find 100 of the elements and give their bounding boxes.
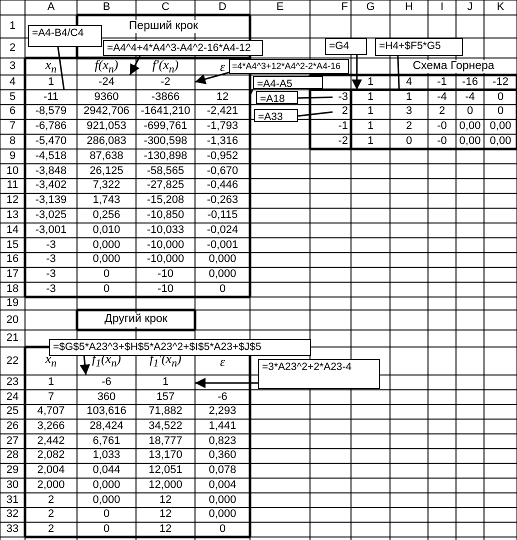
cell-value: 9360 (94, 92, 119, 103)
cell-value: 0,256 (92, 210, 120, 222)
cell-value: 103,616 (86, 406, 126, 418)
cell-value: -6,786 (35, 121, 67, 132)
cell-value: 87,638 (90, 150, 124, 162)
cell-value: -2,421 (206, 106, 238, 118)
cell-value: 157 (156, 392, 175, 403)
column-letter: B (102, 2, 110, 13)
cell-value: 6,761 (92, 436, 120, 447)
cell-value: 2942,706 (84, 106, 130, 118)
formula-callout: =A4-B4/C4 (28, 25, 102, 47)
cell-value: 1,033 (92, 450, 120, 462)
row-number: 20 (6, 314, 19, 326)
cell-value: 2,000 (37, 480, 65, 491)
cell-value: 0,000 (208, 269, 236, 280)
cell-value: 2,442 (37, 436, 65, 447)
cell-value: 1 (136, 375, 195, 390)
cell-value: 1 (390, 90, 428, 105)
cell-value: 0,078 (208, 465, 236, 476)
cell-value: -3,402 (35, 180, 67, 192)
row-number: 4 (9, 76, 16, 88)
row-number: 19 (6, 298, 19, 309)
cell-value: -0,115 (207, 210, 238, 222)
row-number: 5 (9, 92, 16, 103)
cell-value: -3 (310, 90, 351, 105)
cell-value: 7,322 (92, 180, 120, 192)
row-number: 14 (6, 224, 19, 236)
cell-value: -3,139 (35, 195, 67, 206)
column-heading: x$_{n}$ (45, 58, 57, 76)
cell-value: 1 (367, 136, 374, 148)
cell-value: -4 (437, 92, 447, 103)
cell-value: -0,446 (206, 180, 238, 192)
cell-value: 2 (406, 121, 412, 132)
row-number: 8 (9, 136, 16, 148)
cell-value: -10,033 (146, 224, 184, 236)
row-number: 31 (6, 494, 19, 506)
cell-value: 12 (159, 494, 172, 506)
cell-value: -3 (46, 284, 56, 296)
leader-line (249, 88, 254, 96)
cell-value: 1 (48, 76, 54, 88)
cell-value: -8,579 (35, 106, 67, 118)
cell-value: 2 (48, 524, 54, 536)
row-number: 26 (6, 421, 19, 432)
row-number: 3 (9, 61, 16, 72)
row-number: 15 (6, 240, 19, 251)
cell-value: 1 (367, 121, 374, 132)
cell-value: -10,850 (146, 210, 184, 222)
cell-value: 3 (406, 106, 412, 118)
row-number: 11 (6, 180, 18, 192)
column-letter: C (162, 2, 170, 13)
row-number: 27 (6, 436, 19, 447)
cell-value: -0,263 (206, 195, 238, 206)
cell-value: 1 (351, 90, 390, 105)
row-number: 2 (9, 42, 16, 54)
cell-value: 360 (97, 392, 116, 403)
formula-callout: =3*A23^2+2*A23-4 (258, 359, 380, 389)
formula-callout: =4*A4^3+12*A4^2-2*A4-16 (229, 59, 349, 74)
row-number: 21 (6, 333, 19, 344)
cell-value: 7 (48, 392, 54, 403)
formula-callout: =A33 (254, 109, 298, 122)
cell-value: -0,001 (206, 240, 238, 251)
row-number: 12 (6, 195, 19, 206)
cell-value: 71,882 (148, 406, 182, 418)
row-number: 9 (9, 150, 16, 162)
cell-value: 18,777 (148, 436, 182, 447)
cell-value: 2 (48, 509, 54, 520)
section-title: Другий крок (102, 313, 170, 327)
arrow (352, 55, 362, 90)
row-number: 23 (6, 376, 19, 388)
column-letter: K (496, 2, 504, 13)
formula-callout: =G4 (325, 38, 367, 55)
cell-value: 12,051 (148, 465, 182, 476)
cell-value: -16 (462, 76, 478, 88)
column-letter: A (47, 2, 55, 13)
row-number: 33 (6, 524, 19, 536)
row-number: 13 (6, 210, 19, 222)
cell-value: -300,598 (144, 136, 188, 148)
row-number: 28 (6, 450, 19, 462)
cell-value: 0,000 (92, 480, 120, 491)
formula-callout: =A4^4+4*A4^3-A4^2-16*A4-12 (103, 40, 263, 56)
leader-line (397, 56, 400, 90)
column-heading: ε (220, 60, 226, 73)
formula-callout: =$G$5*A23^3+$H$5*A23^2+$I$5*A23+$J$5 (49, 339, 311, 356)
cell-value: -24 (77, 75, 136, 90)
cell-value: 1 (48, 376, 54, 388)
cell-value: -0,024 (206, 224, 238, 236)
column-letter: G (366, 2, 375, 13)
section-title: Перший крок (126, 20, 200, 34)
cell-value: -699,761 (144, 121, 188, 132)
cell-value: -130,898 (144, 150, 188, 162)
cell-value: 0,823 (208, 436, 236, 447)
cell-value: 0 (497, 106, 504, 118)
cell-value: 0 (103, 509, 110, 520)
cell-value: 0 (497, 92, 504, 103)
cell-value: -4,518 (35, 150, 67, 162)
row-number: 30 (6, 480, 19, 491)
arrow (129, 56, 141, 76)
row-number: 16 (6, 254, 19, 266)
cell-value: 0 (103, 269, 110, 280)
cell-value: 12 (159, 524, 172, 536)
